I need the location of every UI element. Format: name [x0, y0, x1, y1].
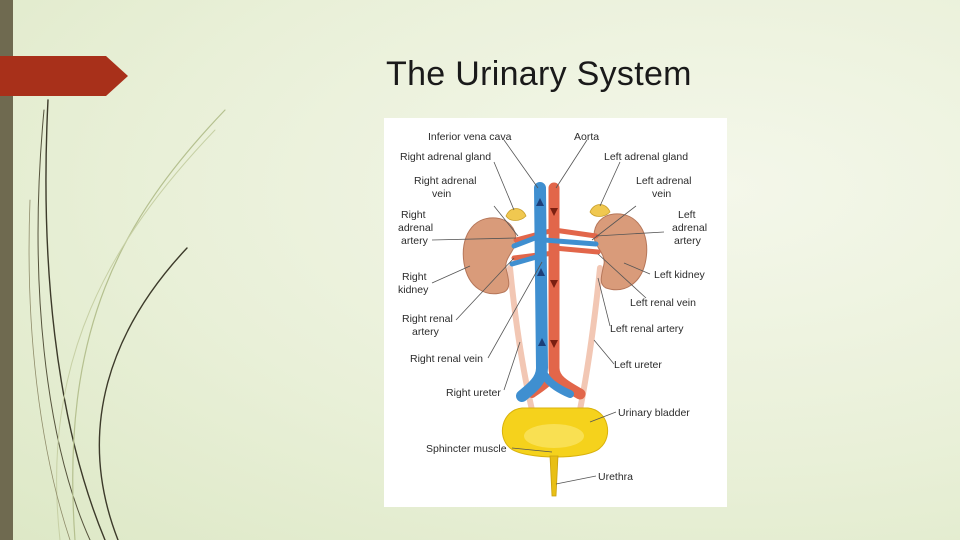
label-left-adrenal-gland: Left adrenal gland	[604, 151, 688, 163]
leader-lines	[431, 139, 665, 485]
left-adrenal-gland	[589, 204, 611, 217]
label-left-adrenal-vein: Left adrenal vein	[636, 175, 694, 200]
urinary-system-diagram: Inferior vena cava Aorta Right adrenal g…	[384, 118, 727, 507]
label-aorta: Aorta	[574, 131, 599, 143]
decorative-swoosh-lines	[28, 99, 226, 540]
slide-title: The Urinary System	[386, 55, 692, 93]
label-right-adrenal-vein: Right adrenal vein	[414, 175, 479, 200]
title-accent-tab	[0, 56, 128, 96]
left-kidney	[593, 213, 648, 291]
label-left-renal-vein: Left renal vein	[630, 297, 696, 309]
urethra	[549, 455, 559, 497]
label-right-renal-artery: Right renal artery	[402, 313, 456, 338]
label-urethra: Urethra	[598, 471, 633, 483]
right-kidney	[462, 217, 517, 295]
label-right-ureter: Right ureter	[446, 387, 501, 399]
label-left-kidney: Left kidney	[654, 269, 706, 281]
label-right-kidney: Right kidney	[398, 271, 429, 296]
label-left-renal-artery: Left renal artery	[610, 323, 684, 335]
label-left-adrenal-artery: Left adrenal artery	[672, 209, 710, 247]
inferior-vena-cava	[509, 182, 599, 402]
left-accent-bar	[0, 0, 13, 540]
label-right-adrenal-gland: Right adrenal gland	[400, 151, 491, 163]
label-sphincter-muscle: Sphincter muscle	[426, 443, 507, 455]
label-urinary-bladder: Urinary bladder	[618, 407, 690, 419]
label-right-renal-vein: Right renal vein	[410, 353, 483, 365]
label-inferior-vena-cava: Inferior vena cava	[428, 131, 512, 143]
label-right-adrenal-artery: Right adrenal artery	[398, 209, 436, 247]
label-left-ureter: Left ureter	[614, 359, 662, 371]
flow-arrows	[536, 198, 546, 346]
right-adrenal-gland	[505, 208, 527, 221]
